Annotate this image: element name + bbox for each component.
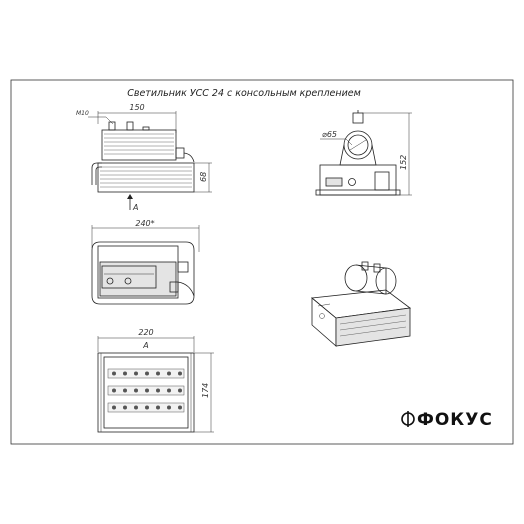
- led-diode: [112, 405, 116, 410]
- dim-height-152: 152: [399, 155, 408, 170]
- view-label-a: А: [142, 341, 148, 350]
- dim-height-174: 174: [201, 383, 210, 398]
- dim-width-220: 220: [138, 328, 153, 337]
- led-diode: [134, 371, 138, 376]
- drawing-title: Светильник УСС 24 с консольным крепление…: [127, 88, 361, 99]
- led-diode: [156, 388, 160, 393]
- isometric-view: [311, 261, 412, 347]
- iso-led-strips: [339, 314, 407, 337]
- brand-logo: ФОКУС: [401, 410, 493, 430]
- led-diode: [112, 388, 116, 393]
- led-diode: [178, 371, 182, 376]
- led-diode: [145, 388, 149, 393]
- led-diode: [112, 371, 116, 376]
- led-diode: [123, 371, 127, 376]
- bottom-view: 220 А 174: [97, 328, 214, 433]
- led-diode: [156, 371, 160, 376]
- dim-height-68: 68: [199, 172, 208, 182]
- led-diode: [167, 388, 171, 393]
- top-view: 240*: [91, 219, 200, 305]
- led-diode: [145, 405, 149, 410]
- led-diode: [167, 371, 171, 376]
- led-diode: [167, 405, 171, 410]
- dim-diameter-65: ⌀65: [322, 130, 337, 139]
- section-arrow-a: А: [132, 203, 138, 212]
- led-diode: [123, 388, 127, 393]
- side-view: ⌀65 152: [315, 110, 412, 196]
- led-diode: [178, 388, 182, 393]
- dim-width-150: 150: [129, 103, 144, 112]
- front-view: 150 М10: [76, 103, 212, 212]
- dim-width-240: 240*: [135, 219, 154, 228]
- led-diode: [156, 405, 160, 410]
- callout-m10: М10: [76, 110, 89, 117]
- led-diode: [145, 371, 149, 376]
- led-diode: [134, 388, 138, 393]
- led-diode: [134, 405, 138, 410]
- led-array: [107, 368, 185, 413]
- drawing-frame: [10, 79, 514, 445]
- logo-text: ФОКУС: [417, 410, 493, 430]
- led-diode: [178, 405, 182, 410]
- led-diode: [123, 405, 127, 410]
